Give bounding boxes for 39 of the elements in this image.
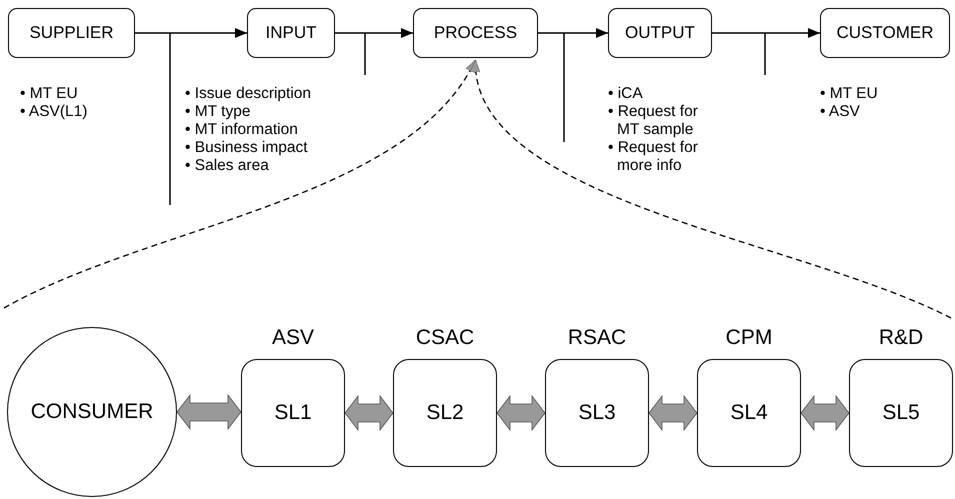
stage-heading: RSAC xyxy=(566,325,628,351)
bullet-item: • Issue description xyxy=(185,85,312,103)
dashed-arrow xyxy=(472,60,952,319)
stage-heading: R&D xyxy=(878,325,924,351)
process-box: SUPPLIER xyxy=(8,8,135,58)
bullet-item: • Request for MT sample xyxy=(608,103,699,139)
double-block-arrow xyxy=(496,394,546,432)
stage-box: SL2 xyxy=(393,359,497,467)
stage-heading: CSAC xyxy=(414,325,476,351)
process-box: OUTPUT xyxy=(608,8,712,58)
arrow xyxy=(538,28,608,38)
stage-box: SL1 xyxy=(241,359,345,467)
consumer-circle: CONSUMER xyxy=(7,327,177,497)
process-box: INPUT xyxy=(247,8,335,58)
arrow xyxy=(712,28,820,38)
bullet-item: • Request for more info xyxy=(608,139,699,175)
dashed-arrow xyxy=(4,60,476,309)
double-block-arrow xyxy=(800,394,850,432)
stage-box: SL5 xyxy=(849,359,953,467)
stage-heading: CPM xyxy=(724,325,774,351)
bullet-item: • Sales area xyxy=(185,157,270,175)
bullet-item: • MT EU xyxy=(20,85,79,103)
stage-box: SL4 xyxy=(697,359,801,467)
process-box: CUSTOMER xyxy=(820,8,950,58)
double-block-arrow xyxy=(344,394,394,432)
arrow xyxy=(335,28,413,38)
double-block-arrow xyxy=(176,394,242,430)
bullet-item: • Business impact xyxy=(185,139,309,157)
bullet-item: • MT EU xyxy=(820,85,879,103)
stage-box: SL3 xyxy=(545,359,649,467)
arrow xyxy=(135,28,247,38)
bullet-item: • MT type xyxy=(185,103,252,121)
bullet-item: • ASV xyxy=(820,103,861,121)
bullet-item: • MT information xyxy=(185,121,299,139)
double-block-arrow xyxy=(648,394,698,432)
bullet-item: • ASV(L1) xyxy=(20,103,88,121)
process-box: PROCESS xyxy=(413,8,538,58)
stage-heading: ASV xyxy=(270,325,316,351)
bullet-item: • iCA xyxy=(608,85,644,103)
